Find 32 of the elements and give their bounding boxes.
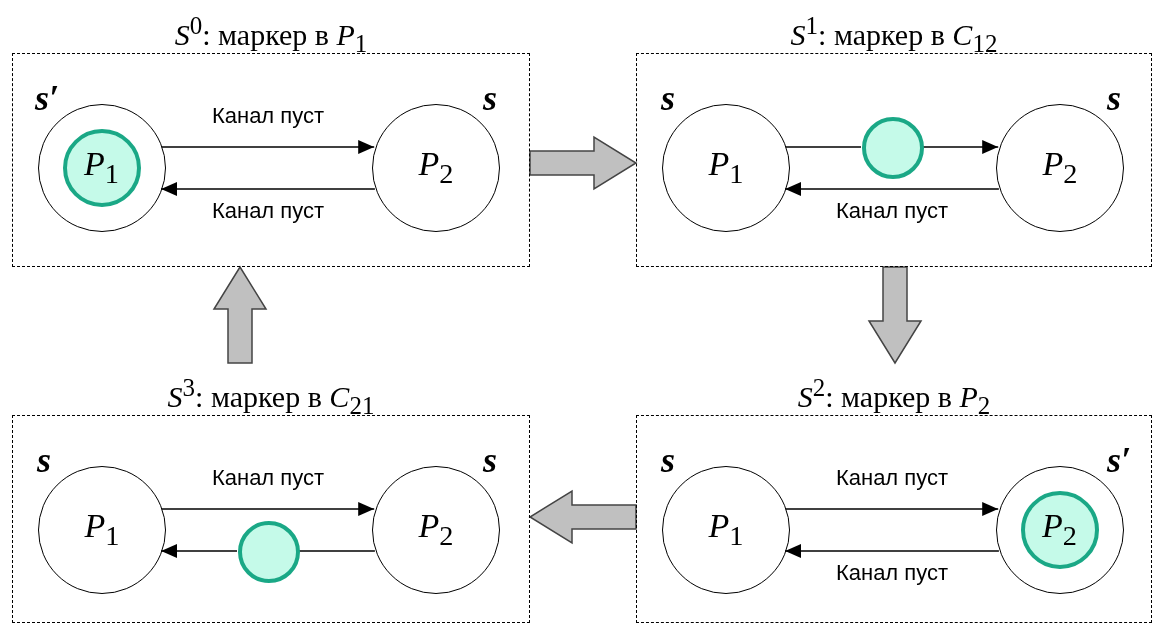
circle-label: P$_{2}$ [418,509,454,551]
circle-label: P$_{1}$ [84,146,119,189]
state-label: s′ [35,80,60,116]
circle-label: P$_{2}$ [1042,508,1077,551]
state-label: s [37,442,51,478]
state-label: s [661,80,675,116]
state-title: S$^{1}$: маркер в C$_{12}$ [790,11,998,59]
state-label: s [483,80,497,116]
state-title: S$^{0}$: маркер в P$_{1}$ [174,11,368,59]
block-arrow [529,135,638,191]
arrow [785,502,999,516]
circle-label: P$_{1}$ [84,509,120,551]
state-label: s [1107,80,1121,116]
circle-label: P$_{1}$ [708,147,744,189]
arrow [784,182,1000,196]
block-arrow [867,266,923,365]
state-label: s′ [1107,442,1132,478]
arrow [922,140,999,154]
circle-label: P$_{2}$ [418,147,454,189]
block-arrow [212,265,268,364]
arrow [160,544,238,558]
circle-label: P$_{2}$ [1042,147,1078,189]
state-title: S$^{2}$: маркер в P$_{2}$ [797,373,991,421]
circle-label: P$_{1}$ [708,509,744,551]
block-arrow [528,489,637,545]
arrow [784,544,1000,558]
state-title: S$^{3}$: маркер в C$_{21}$ [167,373,375,421]
arrow [161,140,375,154]
state-label: s [483,442,497,478]
state-label: s [661,442,675,478]
arrow [161,502,375,516]
arrow [160,182,376,196]
